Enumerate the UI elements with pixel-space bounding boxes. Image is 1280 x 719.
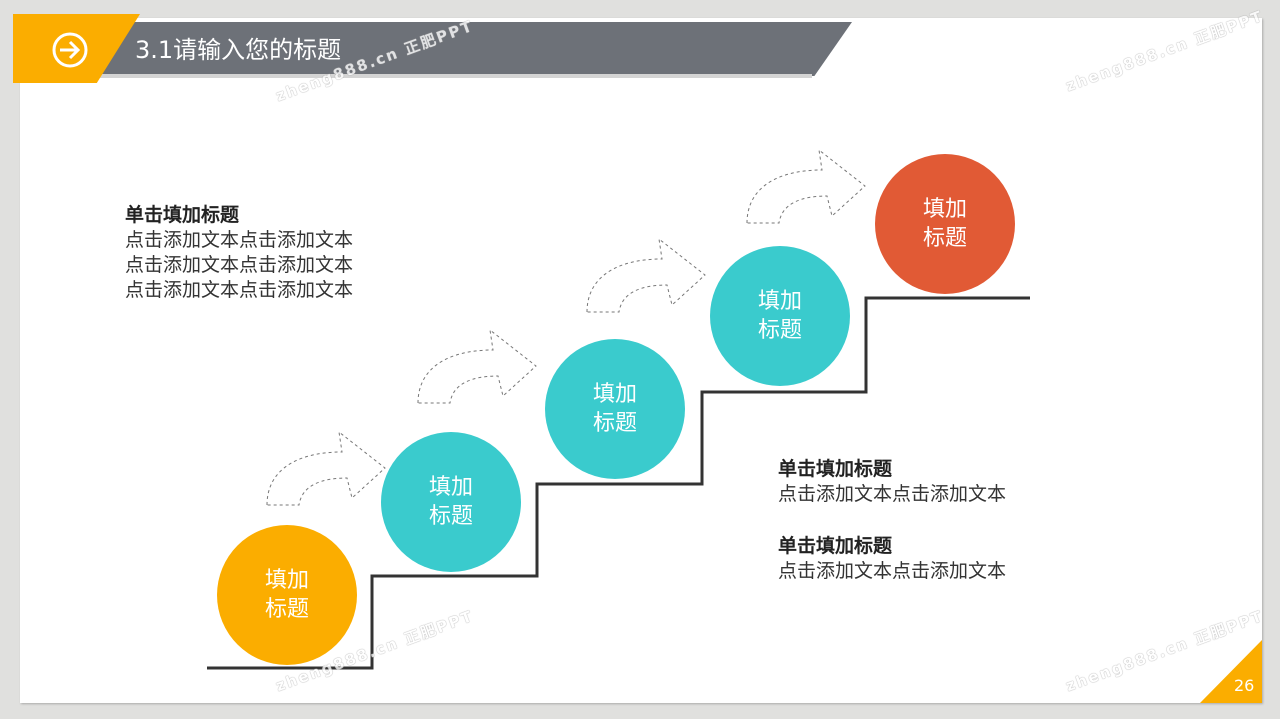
page-number: 26 [1234,676,1255,695]
arrow-right-circle-icon [52,32,88,68]
staircase-line [207,296,1030,670]
text-block-1: 单击填加标题点击添加文本点击添加文本点击添加文本点击添加文本点击添加文本点击添加… [125,204,354,301]
dashed-curved-arrow-icon [417,328,537,404]
dashed-curved-arrow-icon [266,430,386,506]
step-circle-1: 填加 标题 [217,525,357,665]
title-underline [100,74,812,78]
step-circle-4: 填加 标题 [710,246,850,386]
dashed-curved-arrow-icon [586,237,706,313]
step-circle-3: 填加 标题 [545,339,685,479]
text-block-2: 单击填加标题点击添加文本点击添加文本 [778,458,1007,505]
page-title: 3.1请输入您的标题 [135,36,342,64]
step-circle-2: 填加 标题 [381,432,521,572]
dashed-curved-arrow-icon [746,148,866,224]
page-number-corner [1200,640,1262,703]
text-block-title: 单击填加标题 [778,458,893,480]
text-block-title: 单击填加标题 [125,204,240,226]
title-bar [100,22,852,76]
text-block-3: 单击填加标题点击添加文本点击添加文本 [778,535,1007,582]
step-circle-5: 填加 标题 [875,154,1015,294]
text-block-title: 单击填加标题 [778,535,893,557]
